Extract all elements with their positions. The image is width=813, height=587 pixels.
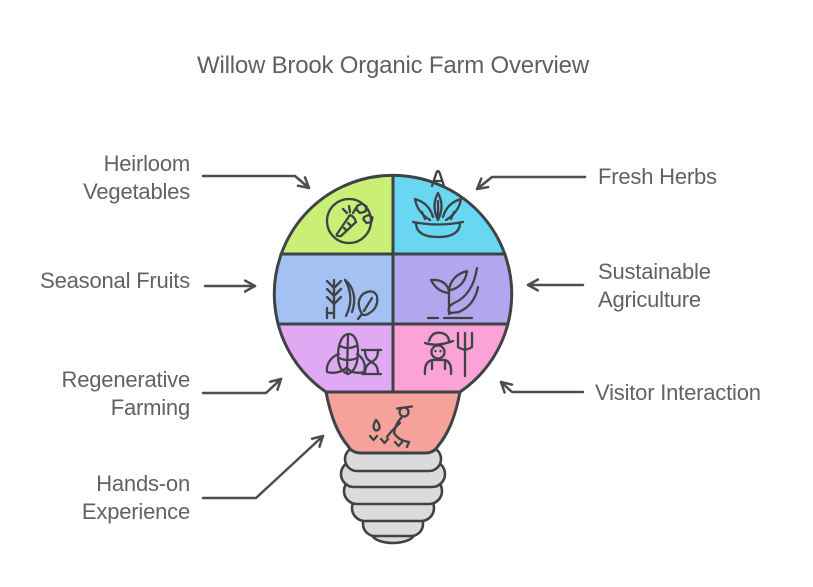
arrow-visitor-interaction [499, 380, 585, 392]
page-title: Willow Brook Organic Farm Overview [197, 52, 589, 79]
label-fresh-herbs: Fresh Herbs [598, 164, 717, 189]
arrow-fresh-herbs [475, 175, 587, 191]
label-regenerative-farming: Regenerative Farming [61, 367, 191, 420]
bulb-base [324, 390, 462, 545]
arrow-heirloom-vegetables [201, 174, 311, 190]
seed-sower-icon [368, 405, 414, 449]
bulb-linework [272, 169, 514, 449]
wheat-leaf-icon [325, 278, 379, 321]
corn-hourglass-icon [325, 332, 383, 376]
connector-arrows [201, 174, 587, 500]
label-seasonal-fruits: Seasonal Fruits [40, 268, 190, 293]
label-heirloom-vegetables: Heirloom Vegetables [83, 151, 190, 204]
farmer-pitchfork-icon [423, 331, 474, 378]
label-hands-on-experience: Hands-on Experience [81, 471, 190, 524]
section-hands-on-experience [324, 390, 462, 455]
arrow-hands-on-experience [201, 434, 325, 500]
arrow-regenerative-farming [201, 377, 283, 395]
herb-bowl-icon [411, 169, 465, 239]
seedling-hand-icon [426, 266, 480, 320]
label-sustainable-agriculture: Sustainable Agriculture [598, 259, 711, 312]
vegetables-icon [325, 197, 374, 245]
label-visitor-interaction: Visitor Interaction [595, 380, 761, 405]
